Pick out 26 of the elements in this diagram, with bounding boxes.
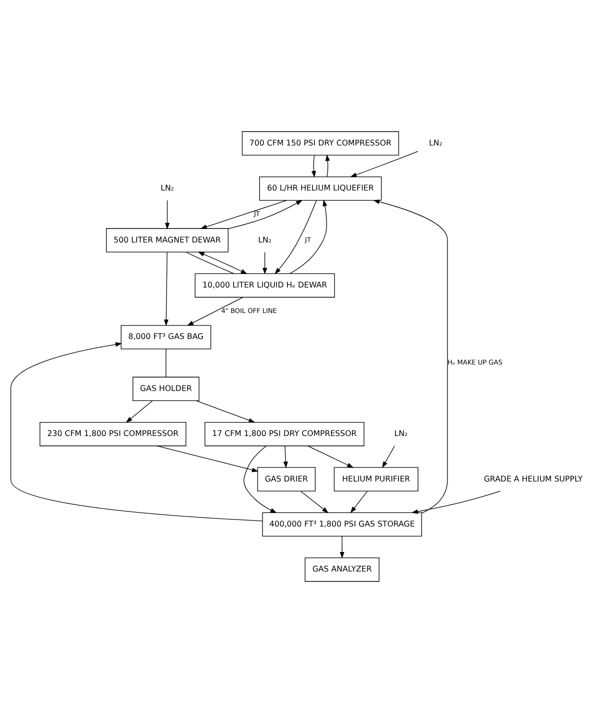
arrow [411, 490, 501, 514]
connector [186, 251, 234, 274]
arrow [228, 200, 303, 228]
arrow [164, 251, 168, 326]
arrow [325, 154, 330, 176]
arrow [274, 200, 317, 274]
arrow [186, 296, 244, 326]
arrow [382, 445, 395, 468]
arrow [308, 445, 354, 468]
arrow [300, 490, 329, 513]
arrow [200, 200, 287, 228]
arrow [164, 200, 170, 229]
arrow [289, 199, 328, 274]
arrow [350, 150, 418, 177]
arrow [283, 445, 288, 468]
arrow [196, 400, 256, 422]
arrow [156, 445, 258, 472]
arrow [262, 251, 268, 274]
arrow [244, 445, 277, 513]
arrow [126, 400, 153, 422]
arrow [373, 199, 448, 513]
arrow [340, 536, 344, 558]
arrow [198, 251, 248, 274]
arrow [10, 342, 263, 521]
arrow [311, 154, 316, 177]
arrow [350, 490, 368, 513]
